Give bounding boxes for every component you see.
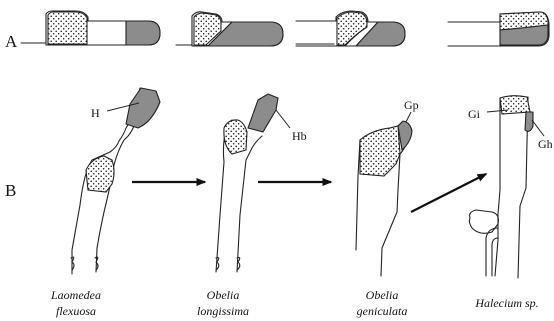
grey-hydranth (525, 112, 533, 131)
branch-hydrotheca (469, 210, 498, 233)
dotted-growth-zone (86, 156, 114, 192)
callout-leader-gh (532, 120, 544, 136)
stalk-outline (495, 97, 528, 278)
grey-hydranth (126, 88, 160, 128)
callout-label-gp: Gp (404, 98, 419, 112)
callout-label-gi: Gi (468, 107, 481, 121)
polyp-obelia-geniculata: Gp (356, 98, 419, 276)
grey-hydranth (398, 121, 412, 150)
branch-stalk (486, 228, 498, 276)
polyp-halecium: Gi Gh (468, 96, 553, 278)
callout-leader-hb (276, 110, 290, 128)
panel-label-b: B (5, 181, 16, 200)
panel-a-stage-2 (176, 12, 283, 46)
callout-leader-gp (406, 112, 411, 122)
species-name-line2: flexuosa (56, 304, 96, 318)
callout-label-h: H (91, 106, 100, 120)
species-captions: Laomedea flexuosa Obelia longissima Obel… (50, 288, 539, 318)
grey-hydranth-region (126, 21, 160, 45)
dotted-growth-zone (48, 12, 87, 44)
species-name-line1: Obelia (207, 288, 240, 302)
species-name-line1: Obelia (366, 288, 399, 302)
transition-arrows (132, 174, 486, 212)
panel-a-stage-4 (448, 12, 549, 46)
grey-hydranth (248, 94, 278, 132)
species-name-line2: longissima (197, 304, 249, 318)
panel-a-stage-1 (21, 11, 160, 45)
species-name-line1: Laomedea (50, 288, 101, 302)
species-name-line1: Halecium sp. (474, 296, 538, 310)
stalk-rings (216, 258, 240, 271)
callout-label-gh: Gh (538, 137, 553, 151)
dotted-growth-zone (224, 120, 247, 154)
panel-a-stage-3 (296, 11, 405, 46)
species-name-line2: geniculata (357, 304, 408, 318)
arrow-3-icon (411, 174, 486, 212)
panel-label-a: A (5, 32, 18, 51)
dotted-growth-zone (500, 96, 530, 114)
stalk-rings (71, 257, 98, 270)
dotted-growth-zone (360, 126, 400, 176)
callout-label-hb: Hb (292, 129, 307, 143)
